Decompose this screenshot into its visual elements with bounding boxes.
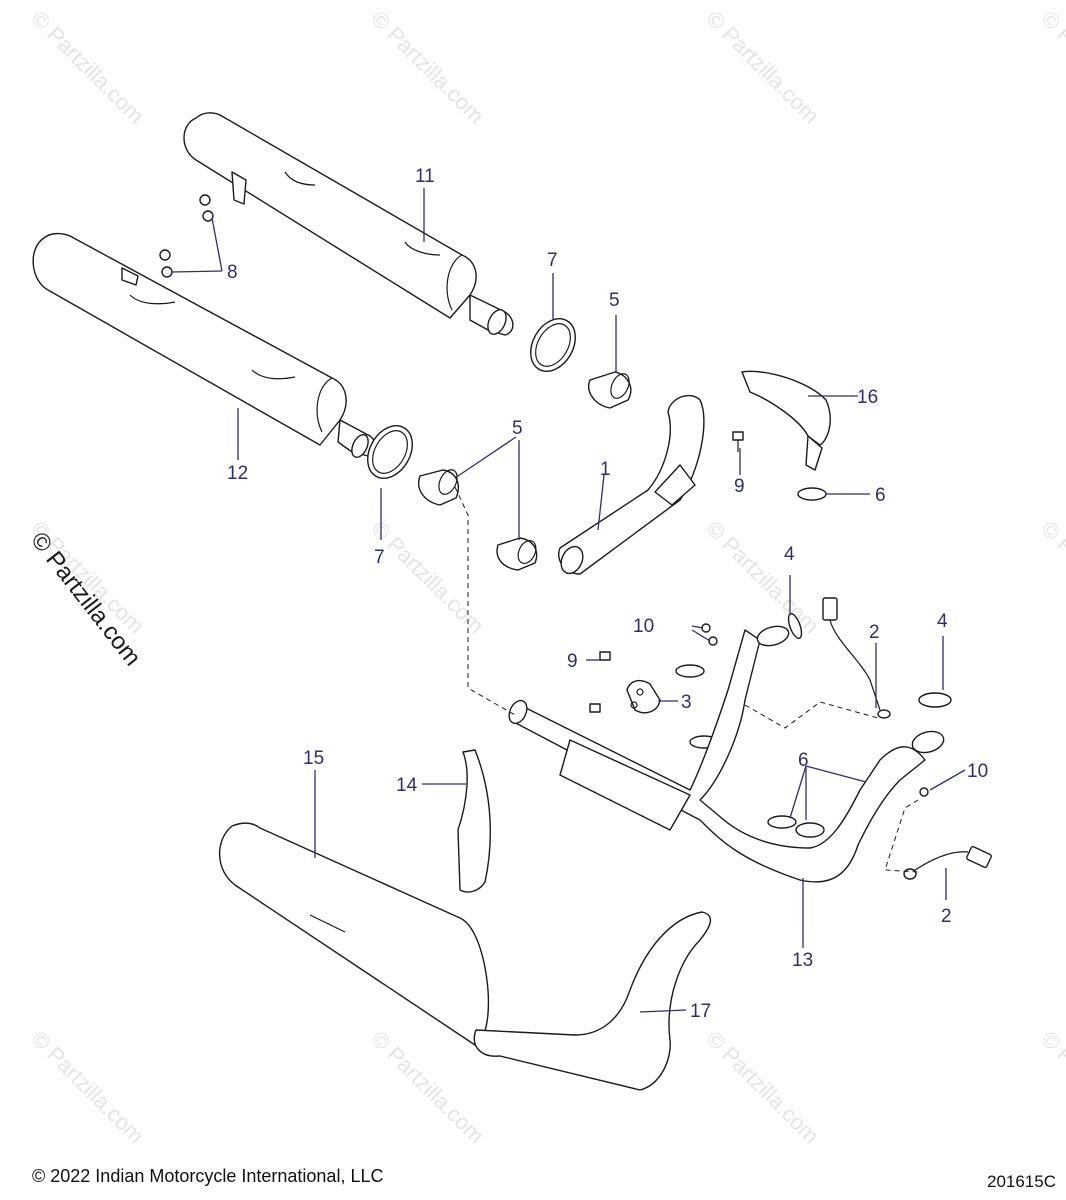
part-9-bolt-lower[interactable] [589, 651, 611, 713]
part-6-clamp[interactable] [675, 487, 895, 838]
part-9-bolt-upper[interactable] [732, 431, 744, 452]
watermark-text: © Partzilla.com [366, 516, 489, 639]
part-15-heat-shield[interactable] [218, 822, 490, 1046]
watermark-text: © Partzilla.com [701, 516, 824, 639]
callout-7-lower: 7 [374, 547, 385, 568]
watermark-text: © Partzilla.com [26, 6, 149, 129]
part-11-upper-muffler[interactable] [183, 112, 514, 337]
part-17-heat-shield[interactable] [473, 911, 712, 1091]
callout-10-lower: 10 [967, 761, 988, 782]
callout-4-left: 4 [784, 544, 795, 565]
callout-14: 14 [396, 775, 418, 796]
callout-7-upper: 7 [547, 250, 558, 271]
part-13-header-assembly[interactable] [506, 623, 946, 883]
callout-15: 15 [303, 748, 324, 769]
callout-3: 3 [681, 692, 692, 713]
dashed-reference-lines [454, 486, 919, 873]
callout-6-lower: 6 [798, 750, 809, 771]
watermark-text: © Partzilla.com [1036, 6, 1066, 129]
callout-12: 12 [227, 463, 248, 484]
copyright-notice: © 2022 Indian Motorcycle International, … [32, 1166, 384, 1186]
watermark-text: © Partzilla.com [1036, 1026, 1066, 1149]
callout-9-lower: 9 [567, 651, 578, 672]
drawing-number: 201615C [986, 1172, 1056, 1191]
part-1-head-pipe[interactable] [557, 394, 705, 577]
callout-2-lower: 2 [941, 906, 952, 927]
callout-6-upper: 6 [875, 485, 886, 506]
watermark-text: © Partzilla.com [701, 1026, 824, 1149]
callout-1: 1 [600, 459, 611, 480]
part-12-lower-muffler[interactable] [32, 232, 377, 460]
part-2-o2-sensor-upper[interactable] [822, 597, 891, 719]
callout-labels: 11 8 7 5 16 5 1 9 6 12 7 4 10 2 4 9 3 6 … [227, 166, 988, 1022]
part-7-clamp-lower[interactable] [359, 418, 422, 486]
part-2-o2-sensor-lower[interactable] [903, 845, 992, 880]
callout-5-upper: 5 [609, 290, 620, 311]
callout-8: 8 [227, 262, 238, 283]
part-3-flange-plate[interactable] [626, 679, 661, 714]
part-14-heat-shield[interactable] [457, 749, 491, 893]
part-4-gasket[interactable] [786, 612, 952, 708]
leader-lines [171, 188, 966, 1013]
watermark-text: © Partzilla.com [701, 6, 824, 129]
callout-17: 17 [690, 1001, 711, 1022]
part-7-clamp-upper[interactable] [522, 311, 585, 379]
callout-10-upper: 10 [633, 616, 654, 637]
part-8-bolts[interactable] [159, 194, 214, 278]
callout-2-upper: 2 [869, 622, 880, 643]
callout-5-middle: 5 [512, 418, 523, 439]
callout-13: 13 [792, 950, 813, 971]
part-16-heat-shield[interactable] [741, 370, 831, 471]
part-5-band-clamp-lower[interactable] [496, 537, 539, 571]
watermark-layer: © Partzilla.com © Partzilla.com © Partzill… [26, 6, 1066, 1149]
callout-9-upper: 9 [734, 476, 745, 497]
watermark-text: © Partzilla.com [1036, 516, 1066, 639]
watermark-text: © Partzilla.com [26, 1026, 149, 1149]
callout-16: 16 [857, 387, 878, 408]
watermark-text: © Partzilla.com [366, 1026, 489, 1149]
part-5-band-clamp-upper[interactable] [588, 371, 633, 409]
part-5-band-clamp-middle[interactable] [418, 467, 461, 506]
callout-4-right: 4 [937, 611, 948, 632]
watermark-text: © Partzilla.com [366, 6, 489, 129]
callout-11: 11 [415, 166, 435, 187]
